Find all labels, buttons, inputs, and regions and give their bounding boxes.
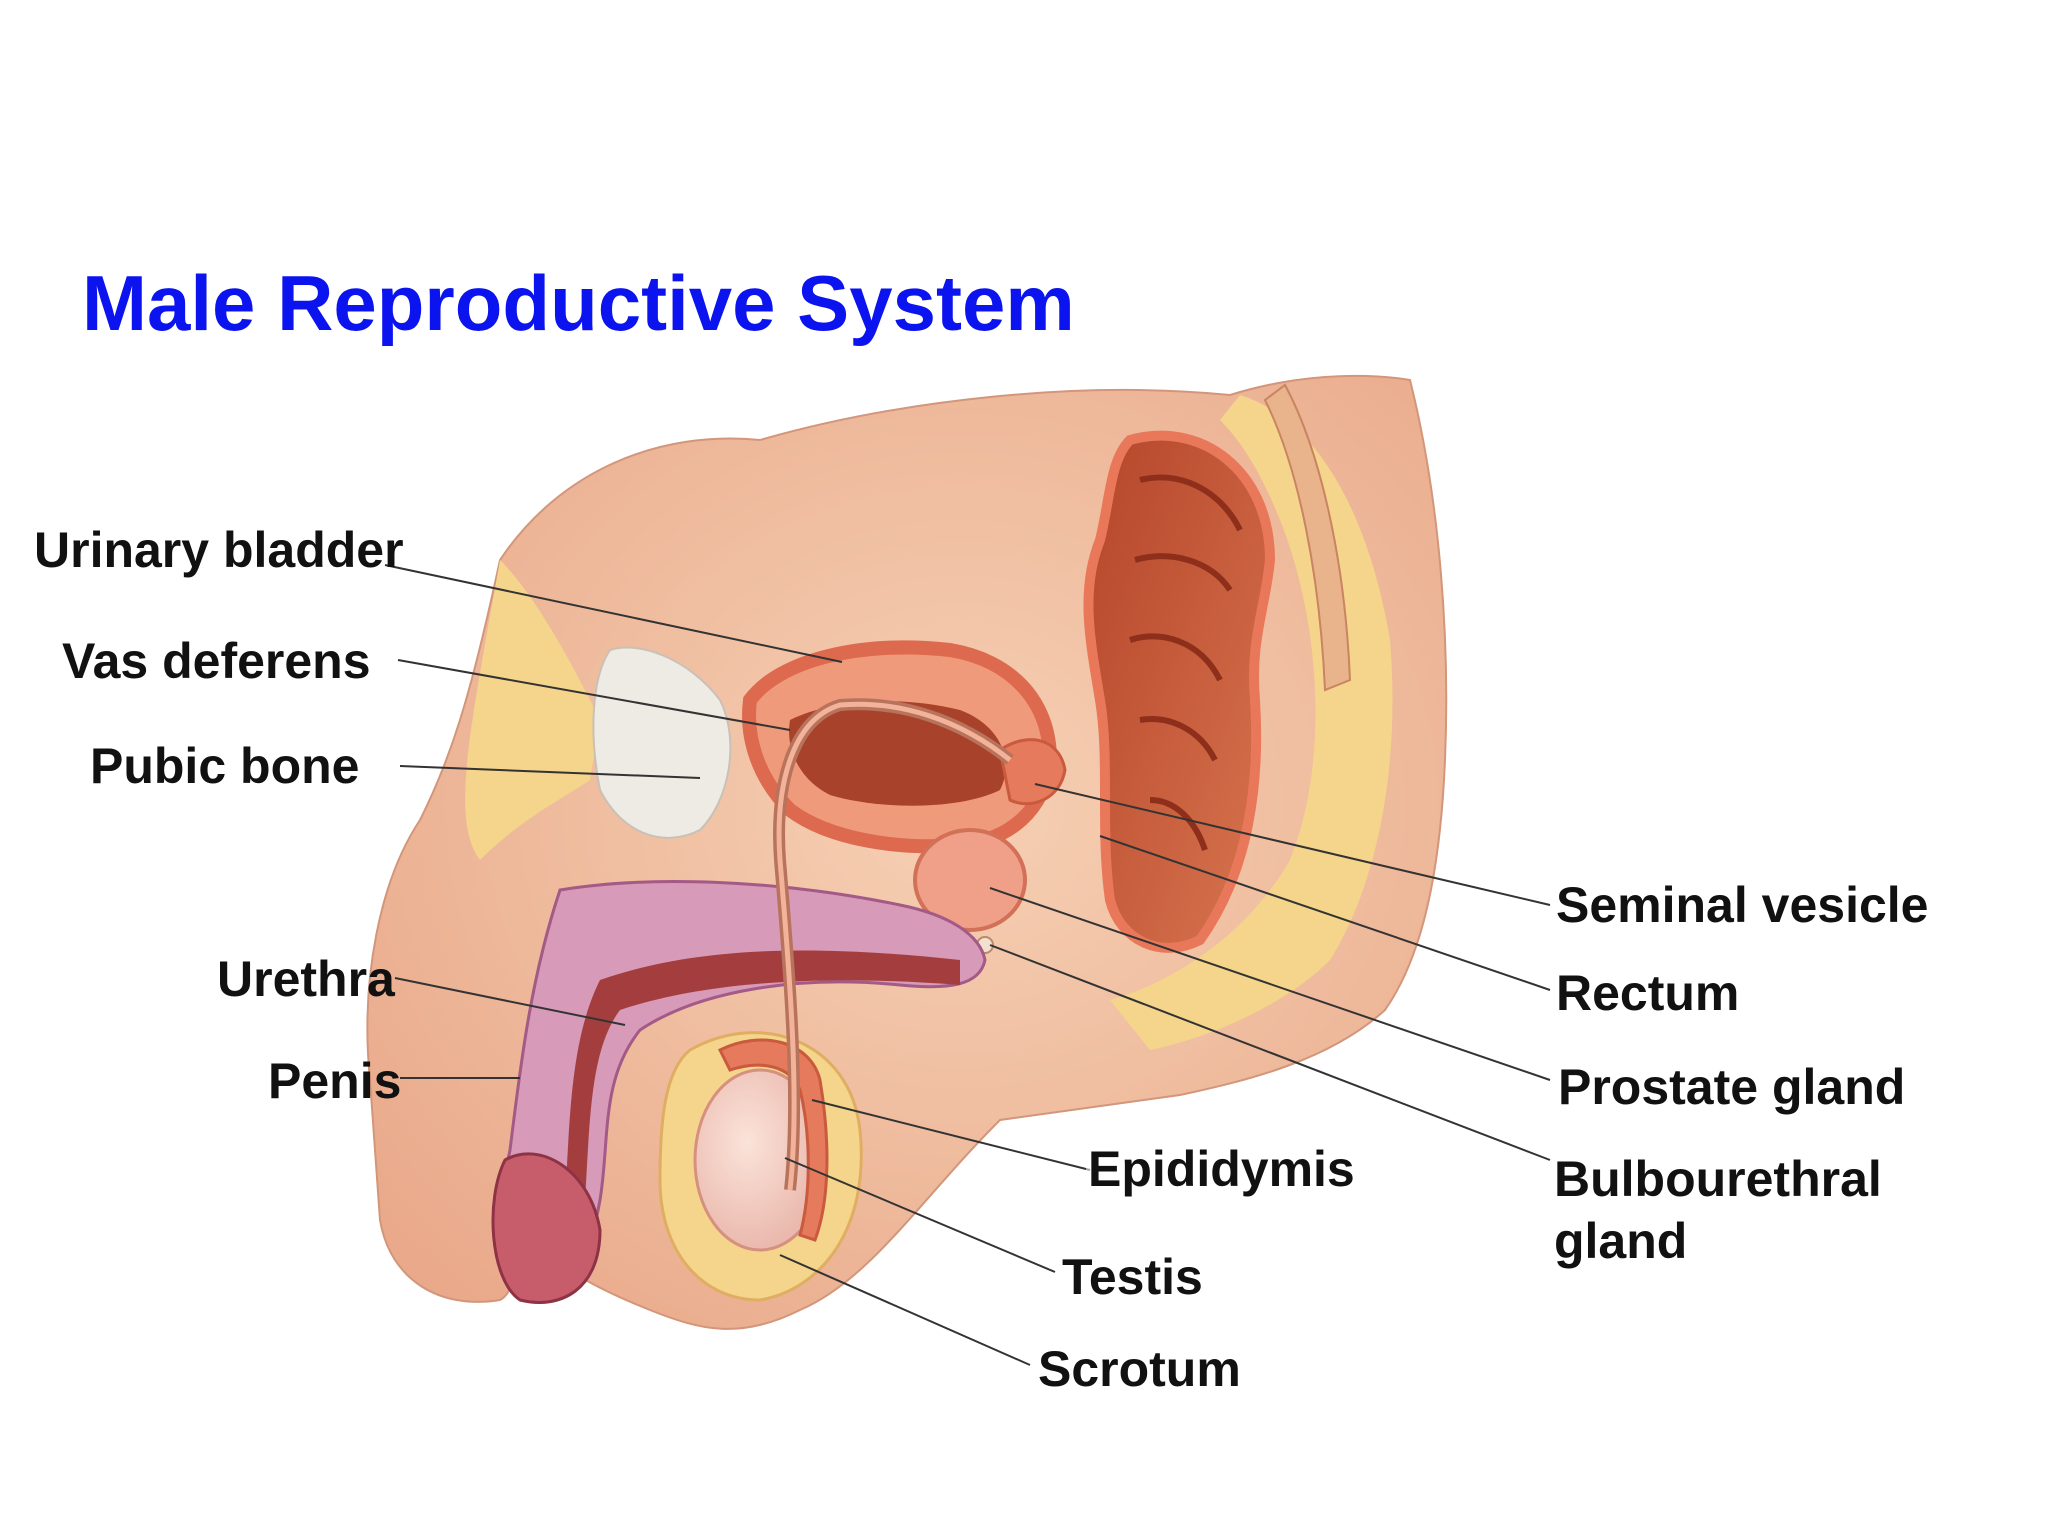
label-urinary-bladder: Urinary bladder — [34, 522, 404, 578]
label-testis: Testis — [1062, 1249, 1203, 1305]
label-urethra: Urethra — [217, 951, 395, 1007]
label-penis: Penis — [268, 1053, 402, 1109]
label-pubic-bone: Pubic bone — [90, 738, 360, 794]
label-vas-deferens: Vas deferens — [62, 633, 371, 689]
glans — [491, 1152, 602, 1304]
pubic-fat-layer — [465, 560, 600, 860]
pubic-bone — [592, 646, 732, 839]
label-bulbourethral-gland-line2: gland — [1554, 1213, 1688, 1269]
label-seminal-vesicle: Seminal vesicle — [1556, 877, 1929, 933]
label-rectum: Rectum — [1556, 965, 1740, 1021]
label-scrotum: Scrotum — [1038, 1341, 1241, 1397]
rectum — [1083, 430, 1276, 953]
label-epididymis: Epididymis — [1086, 1138, 1357, 1201]
prostate-gland-shape — [913, 828, 1027, 932]
rectum-folds — [1129, 474, 1243, 851]
label-bulbourethral-gland: Bulbourethral — [1554, 1151, 1882, 1207]
spine-band — [1263, 383, 1352, 692]
urethra-band — [565, 950, 960, 1200]
leader-lines — [384, 564, 1551, 1366]
label-prostate-gland: Prostate gland — [1558, 1059, 1906, 1115]
page-title: Male Reproductive System — [82, 259, 1075, 347]
